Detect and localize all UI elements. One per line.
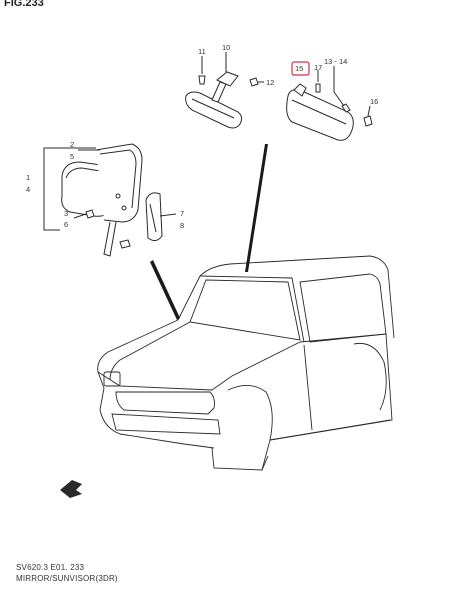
outside-mirror <box>43 143 177 257</box>
figure-title: FIG.233 <box>4 0 44 9</box>
callout-1: 1 <box>26 173 30 182</box>
callout-11: 11 <box>198 47 206 56</box>
callout-labels: 1 4 2 5 3 6 7 8 10 11 12 13 - 14 15 16 1… <box>26 43 378 230</box>
callout-7: 7 <box>180 209 184 218</box>
rear-view-mirror <box>185 52 264 129</box>
vehicle-outline <box>97 255 395 471</box>
callout-15: 15 <box>295 64 303 73</box>
callout-8: 8 <box>180 221 184 230</box>
callout-15-highlight <box>291 61 310 76</box>
diagram-title: MIRROR/SUNVISOR(3DR) <box>16 574 118 583</box>
callout-12: 12 <box>266 78 274 87</box>
callout-16: 16 <box>370 97 378 106</box>
callout-13-14: 13 - 14 <box>324 57 347 66</box>
callout-5: 5 <box>70 152 74 161</box>
callout-3: 3 <box>64 209 68 218</box>
callout-17: 17 <box>314 63 322 72</box>
sunvisor <box>286 66 373 141</box>
callout-10: 10 <box>222 43 230 52</box>
pointer-lines <box>150 144 268 320</box>
callout-6: 6 <box>64 220 68 229</box>
front-direction-icon <box>60 480 82 498</box>
callout-4: 4 <box>26 185 30 194</box>
callout-2: 2 <box>70 140 74 149</box>
diagram-code: SV620.3 E01. 233 <box>16 563 85 572</box>
